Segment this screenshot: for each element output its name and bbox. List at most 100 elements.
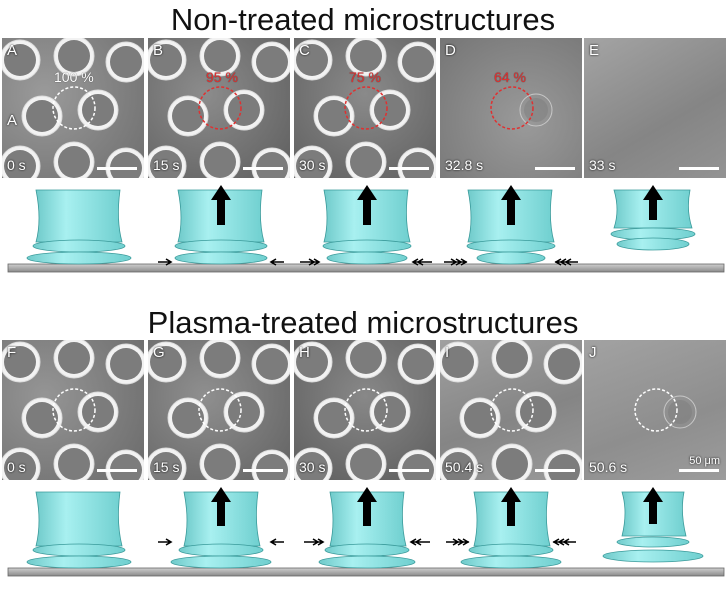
time-label: 32.8 s (445, 157, 484, 173)
schematic-non-treated (7, 185, 725, 273)
well (110, 454, 142, 480)
scale-bar (679, 469, 719, 472)
micrograph-background (584, 38, 726, 178)
pillar-1 (26, 491, 132, 569)
well (4, 346, 36, 378)
highlight-circle (490, 388, 534, 432)
well (402, 454, 434, 480)
well (150, 346, 182, 378)
panel-g: G 15 s (148, 340, 290, 480)
well (150, 44, 182, 76)
well (172, 402, 204, 434)
panel-label: F (7, 344, 17, 361)
well (110, 348, 142, 380)
well (296, 150, 328, 178)
well (256, 348, 288, 380)
micrograph-wells (294, 38, 436, 178)
time-label: 0 s (7, 157, 26, 173)
pillar-2 (158, 185, 284, 266)
time-label: 50.4 s (445, 459, 484, 475)
micrograph-wells (490, 86, 553, 130)
scale-bar (97, 469, 137, 472)
time-label: 0 s (7, 459, 26, 475)
panel-d: D 64 % 32.8 s (440, 38, 582, 178)
well (204, 448, 236, 480)
well (110, 46, 142, 78)
left-arrow-icon (269, 258, 284, 266)
well (26, 402, 58, 434)
pillar-2 (158, 487, 284, 569)
left-arrow-icon (269, 538, 284, 546)
pillar-5 (610, 185, 696, 251)
well (318, 402, 350, 434)
time-label: 50.6 s (589, 459, 628, 475)
scale-bar (535, 167, 575, 170)
well (318, 100, 350, 132)
triple-right-arrow-icon (446, 538, 470, 546)
scale-bar (535, 469, 575, 472)
well (519, 93, 553, 127)
percent-label: 100 % (54, 69, 94, 85)
up-arrow-icon (357, 185, 377, 225)
up-arrow-icon (211, 487, 231, 526)
panel-label: E (589, 42, 600, 59)
well (442, 346, 474, 378)
title-plasma-treated: Plasma-treated microstructures (147, 305, 579, 340)
well (256, 152, 288, 178)
substrate (7, 567, 725, 577)
schematic-plasma-treated (7, 487, 725, 577)
panel-label: H (299, 344, 310, 361)
well (228, 94, 260, 126)
title-non-treated: Non-treated microstructures (170, 2, 556, 37)
up-arrow-icon (211, 185, 231, 225)
triple-left-arrow-icon (552, 538, 576, 546)
panel-c: C 75 % 30 s (294, 38, 436, 178)
time-label: 30 s (299, 157, 326, 173)
well (82, 396, 114, 428)
up-arrow-icon (501, 487, 521, 526)
well (204, 40, 236, 72)
up-arrow-icon (643, 185, 663, 220)
panel-b: B 95 % 15 s (148, 38, 290, 178)
highlight-circle (344, 388, 388, 432)
time-label: 30 s (299, 459, 326, 475)
well (228, 396, 260, 428)
pillar-5 (602, 487, 704, 563)
well (548, 348, 580, 380)
double-left-arrow-icon (411, 258, 432, 266)
well (350, 448, 382, 480)
well (82, 94, 114, 126)
well (204, 146, 236, 178)
well (374, 94, 406, 126)
right-arrow-icon (158, 258, 173, 266)
well (296, 44, 328, 76)
well (4, 44, 36, 76)
double-right-arrow-icon (304, 538, 325, 546)
panel-e: E 33 s (584, 38, 726, 178)
substrate (7, 263, 725, 273)
micrograph-background (584, 340, 726, 480)
well (256, 46, 288, 78)
highlight-circle (344, 86, 388, 130)
scale-bar-label: 50 μm (689, 455, 720, 467)
well (548, 454, 580, 480)
micrograph-wells (148, 340, 290, 480)
pillar-4 (444, 185, 578, 266)
micrograph-wells (294, 340, 436, 480)
well (4, 452, 36, 480)
pillar-4 (446, 487, 576, 569)
well (58, 342, 90, 374)
well (350, 146, 382, 178)
well (150, 150, 182, 178)
panel-label: G (153, 344, 165, 361)
panel-i: I 50.4 s (440, 340, 582, 480)
well (496, 448, 528, 480)
panel-j: J 50.6 s 50 μm (584, 340, 726, 480)
panel-label: I (445, 344, 450, 361)
well (350, 342, 382, 374)
right-arrow-icon (158, 538, 173, 546)
well (110, 152, 142, 178)
panel-label: A (7, 42, 18, 59)
micrograph-wells (634, 388, 697, 432)
micrograph-wells (148, 38, 290, 178)
